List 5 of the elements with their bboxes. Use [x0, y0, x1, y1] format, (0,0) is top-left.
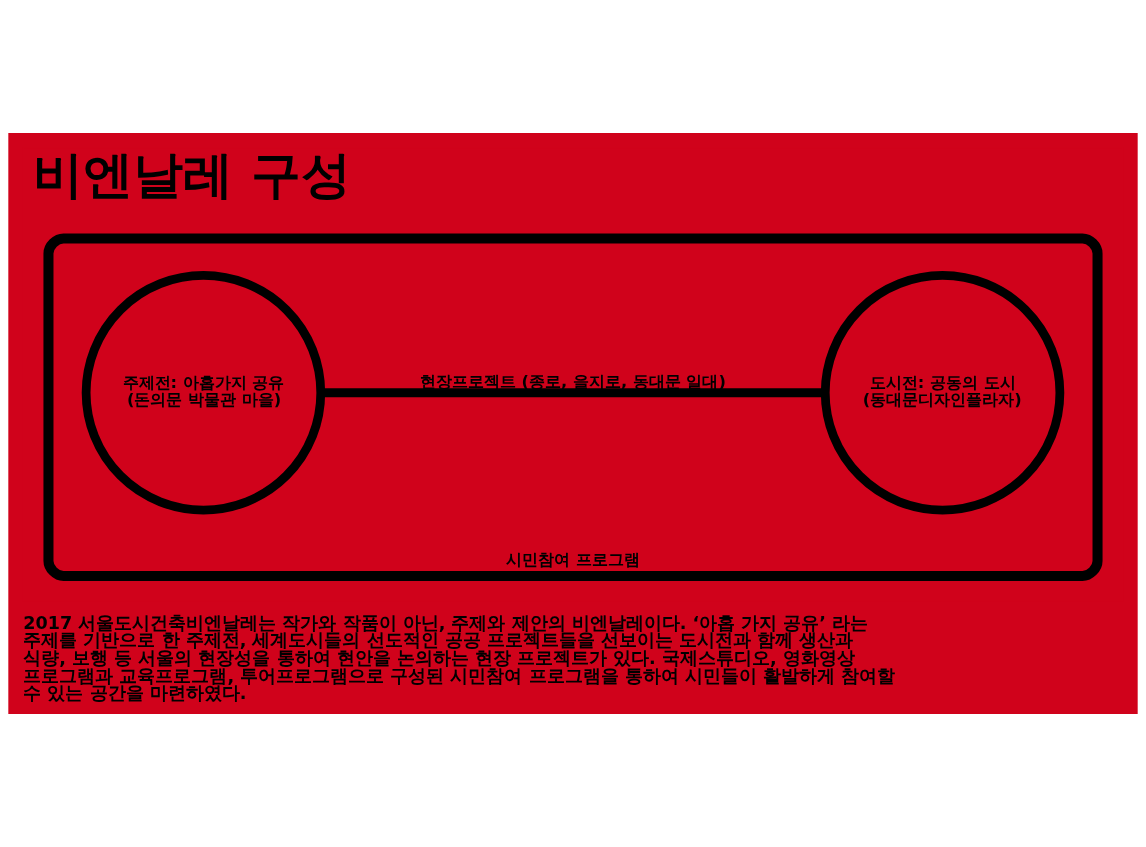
caption: 2017 서울도시건축비엔날레는 작가와 작품이 아닌, 주제와 제안의 비엔날레이다. ‘아홉 가지 공유’ 라는 주제를 기반으로 한 주제전, 세계도시들의 선도적인 공공 프로젝트들을 선보이는 도시전과 함께 생산과 식량, 보행 등 서울의 현장성을 통하여 현안을 논의하는 현장 프로젝트가 있다. 국제스튜디오, 영화영상 프로그램과 교육프로그램, 투어프로그램으로 구성된 시민참여 프로그램을 통하여 시민들이 활발하게 참여할 수 있는 공간을 마련하였다. [23, 612, 896, 704]
node-circle: 도시전: 공동의 도시 (동대문디자인플라자) [820, 271, 1065, 515]
edge-label: 현장프로젝트 (종로, 을지로, 동대문 일대) [419, 371, 726, 391]
node-circle: 주제전: 아홉가지 공유 (돈의문 박물관 마을) [81, 271, 326, 515]
diagram-title: 비엔날레 구성 [33, 144, 351, 204]
